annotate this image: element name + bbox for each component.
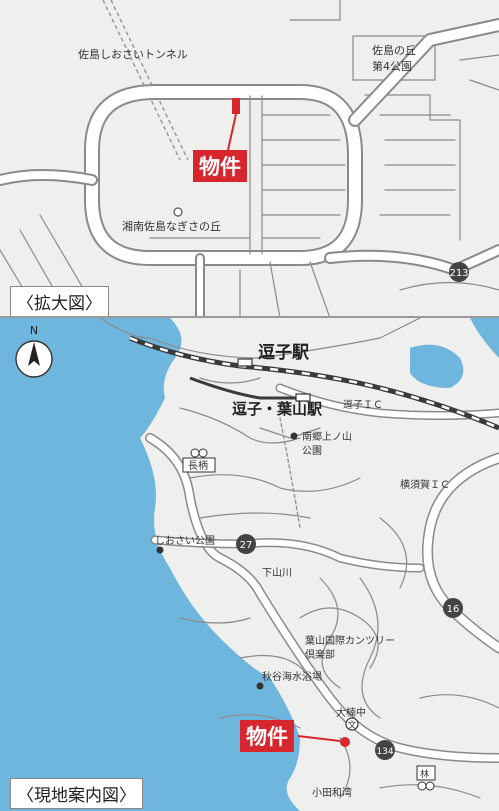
zushi-hayama-station-label: 逗子・葉山駅 — [232, 400, 323, 418]
enlarged-map: 213 佐島しおさいトンネル 佐島の丘 第4公園 湘南佐島なぎさの丘 物件 〈拡… — [0, 0, 499, 318]
roads-bottom — [99, 318, 499, 799]
beach-marker — [256, 682, 264, 690]
tunnel-line — [102, 0, 181, 161]
property-marker-bottom — [340, 737, 350, 747]
country-club-label-line2: 倶楽部 — [305, 648, 335, 661]
hill-marker — [173, 207, 183, 217]
route-27-shield: 27 — [236, 534, 256, 554]
route-134-shield: 134 — [375, 740, 395, 760]
svg-text:213: 213 — [449, 268, 468, 279]
svg-text:134: 134 — [376, 747, 393, 757]
property-marker-top — [232, 98, 240, 114]
park-label-line2: 公園 — [302, 445, 322, 457]
yokosuka-ic-label: 横須賀ＩＣ — [400, 478, 450, 491]
sea-area — [0, 318, 300, 811]
svg-text:文: 文 — [347, 719, 356, 731]
svg-text:16: 16 — [447, 604, 460, 615]
park-label-line2: 第4公園 — [372, 59, 412, 73]
school-marker — [345, 717, 359, 731]
kotawa-label: 小田和湾 — [312, 786, 352, 799]
location-map-caption: 〈現地案内図〉 — [10, 778, 143, 809]
zushi-station-marker — [237, 358, 253, 367]
hayashi-junction — [416, 765, 436, 791]
park-label-line1: 佐島の丘 — [372, 43, 416, 57]
enlarged-map-canvas: 213 佐島しおさいトンネル 佐島の丘 第4公園 湘南佐島なぎさの丘 — [0, 0, 499, 318]
north-arrow-icon: N — [15, 324, 53, 378]
shiosai-park-label: しおさい公園 — [155, 535, 215, 547]
property-label-bottom: 物件 — [240, 720, 294, 752]
hayashi-label: 林 — [420, 768, 429, 780]
railway — [129, 335, 499, 431]
country-club-label-line1: 葉山国際カンツリー — [305, 634, 395, 647]
zushi-hayama-station-marker — [295, 393, 311, 402]
panel-divider — [0, 316, 499, 319]
hill-label: 湘南佐島なぎさの丘 — [122, 219, 221, 233]
route-16-shield: 16 — [443, 598, 463, 618]
zushi-ic-label: 逗子ＩＣ — [343, 399, 383, 411]
shiosai-park-marker — [156, 546, 164, 554]
akiya-beach-label: 秋谷海水浴場 — [262, 670, 322, 683]
okusunaka-label: 大楠中 — [336, 706, 366, 719]
svg-text:27: 27 — [240, 540, 253, 551]
shimoyamagawa-label: 下山川 — [262, 567, 292, 579]
roads-top — [0, 0, 499, 318]
property-label-top: 物件 — [193, 150, 247, 182]
location-map: 文 27 16 134 N 逗 — [0, 318, 499, 811]
svg-text:N: N — [30, 324, 38, 337]
nagae-junction — [182, 448, 216, 473]
park-marker — [290, 432, 298, 440]
route-213-shield: 213 — [449, 262, 469, 282]
enlarged-map-caption: 〈拡大図〉 — [10, 286, 109, 317]
tunnel-label: 佐島しおさいトンネル — [78, 47, 188, 61]
nagae-label: 長柄 — [188, 459, 208, 472]
location-map-canvas: 文 27 16 134 N 逗 — [0, 318, 499, 811]
park-label-line1: 南郷上ノ山 — [302, 430, 352, 443]
zushi-station-label: 逗子駅 — [258, 343, 310, 363]
